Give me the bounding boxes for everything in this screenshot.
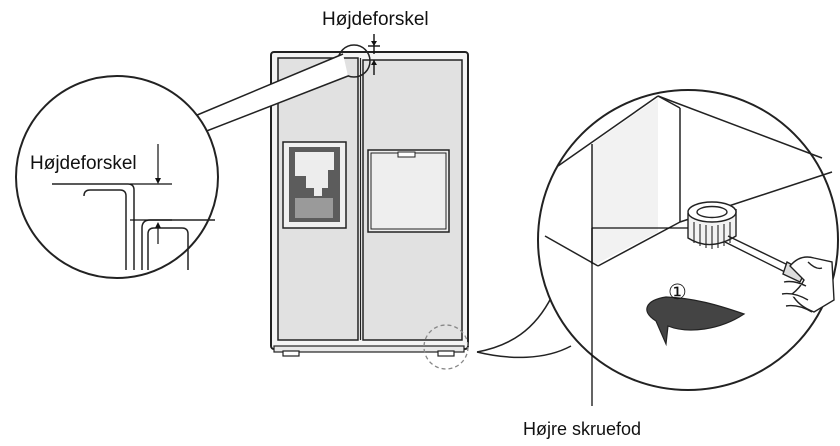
detail-circle-foot [423, 324, 469, 370]
height-difference-label-top: Højdeforskel [322, 9, 429, 30]
right-screw-foot-label: Højre skruefod [523, 419, 642, 439]
zoom-bubble-right [423, 89, 839, 406]
step-number-label: ① [668, 281, 687, 304]
dispenser [282, 141, 347, 229]
left-foot [282, 350, 300, 357]
rotation-arrow [646, 296, 746, 347]
height-marker-top [368, 34, 380, 75]
screw-foot [687, 201, 737, 249]
right-foot [437, 350, 455, 357]
hand [781, 256, 835, 313]
door-panel [367, 149, 450, 233]
refrigerator [270, 51, 469, 357]
zoom-bubble-left [15, 53, 349, 279]
height-difference-label-zoom: Højdeforskel [30, 153, 137, 174]
screwdriver [724, 235, 806, 283]
